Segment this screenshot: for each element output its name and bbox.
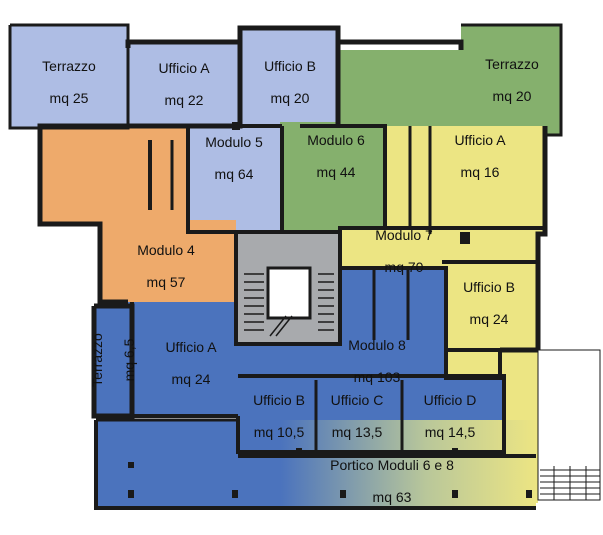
terrazzo-ne-name: Terrazzo: [485, 56, 539, 72]
ufficio-b-bottom-label: Ufficio B mq 10,5: [253, 376, 305, 456]
terrazzo-w-name: Terrazzo: [89, 333, 105, 387]
ufficio-c-bottom-label: Ufficio C mq 13,5: [331, 376, 384, 456]
modulo-4-fill: [40, 128, 190, 224]
ufficio-a-bottom-area: mq 24: [171, 371, 211, 387]
terrazzo-ne-fill: [461, 25, 561, 135]
modulo-4-area: mq 57: [146, 274, 186, 290]
portico-area: mq 63: [372, 489, 412, 505]
terrazzo-nw-name: Terrazzo: [42, 58, 96, 74]
portico-label: Portico Moduli 6 e 8 mq 63: [330, 441, 454, 521]
ufficio-a-top-area: mq 22: [164, 92, 204, 108]
ufficio-a-bottom-name: Ufficio A: [165, 339, 217, 355]
modulo-6-top-fill: [338, 50, 461, 126]
modulo-4-name: Modulo 4: [137, 242, 195, 258]
terrazzo-ne-area: mq 20: [492, 88, 532, 104]
modulo-5-fill: [188, 122, 280, 230]
ufficio-a-bottom-label: Ufficio A mq 24: [165, 323, 216, 403]
modulo-8-fill: [128, 302, 238, 418]
modulo-6-label: Modulo 6 mq 44: [307, 116, 365, 196]
terrazzo-w-fill: [94, 306, 132, 416]
ufficio-b-right-label: Ufficio B mq 24: [463, 263, 515, 343]
modulo-5-name: Modulo 5: [205, 134, 263, 150]
ufficio-d-bottom-label: Ufficio D mq 14,5: [424, 376, 477, 456]
terrazzo-ne-label: Terrazzo mq 20: [485, 40, 539, 120]
ufficio-a-right-area: mq 16: [460, 164, 500, 180]
ufficio-a-top-name: Ufficio A: [158, 60, 210, 76]
ufficio-a-top-label: Ufficio A mq 22: [158, 44, 209, 124]
modulo-7-area: mq 70: [384, 259, 424, 275]
modulo-8-name: Modulo 8: [348, 337, 406, 353]
ufficio-c-bottom-area: mq 13,5: [331, 424, 383, 440]
ufficio-d-bottom-area: mq 14,5: [424, 424, 476, 440]
portico-name: Portico Moduli 6 e 8: [330, 457, 454, 473]
ufficio-b-top-label: Ufficio B mq 20: [264, 42, 316, 122]
terrazzo-w-area: mq 6,5: [121, 338, 137, 382]
modulo-8-label: Modulo 8 mq 103: [348, 321, 406, 401]
ufficio-a-top-fill: [128, 42, 240, 126]
terrazzo-nw-area: mq 25: [49, 90, 89, 106]
modulo-6-fill: [280, 122, 388, 230]
modulo-7-label: Modulo 7 mq 70: [375, 211, 433, 291]
terrazzo-nw-fill: [10, 25, 128, 128]
ufficio-b-bottom-name: Ufficio B: [253, 392, 305, 408]
modulo-5-label: Modulo 5 mq 64: [205, 118, 263, 198]
ufficio-a-right-label: Ufficio A mq 16: [454, 116, 505, 196]
modulo-5-area: mq 64: [214, 166, 254, 182]
ufficio-c-bottom-name: Ufficio C: [330, 392, 384, 408]
modulo-6-name: Modulo 6: [307, 132, 365, 148]
terrazzo-nw-label: Terrazzo mq 25: [42, 42, 96, 122]
ufficio-b-right-name: Ufficio B: [463, 279, 515, 295]
ufficio-d-bottom-name: Ufficio D: [423, 392, 477, 408]
terrazzo-w-label: Terrazzo mq 6,5: [73, 333, 153, 387]
modulo-4-label: Modulo 4 mq 57: [137, 226, 195, 306]
modulo-7-name: Modulo 7: [375, 227, 433, 243]
ufficio-b-top-area: mq 20: [270, 90, 310, 106]
ufficio-a-right-name: Ufficio A: [454, 132, 506, 148]
modulo-6-area: mq 44: [316, 164, 356, 180]
ufficio-b-top-name: Ufficio B: [264, 58, 316, 74]
modulo-8-area: mq 103: [353, 369, 401, 385]
ufficio-b-right-area: mq 24: [469, 311, 509, 327]
ufficio-b-top-fill: [240, 28, 338, 126]
modulo-7-fill: [385, 126, 545, 234]
ufficio-b-bottom-area: mq 10,5: [253, 424, 305, 440]
